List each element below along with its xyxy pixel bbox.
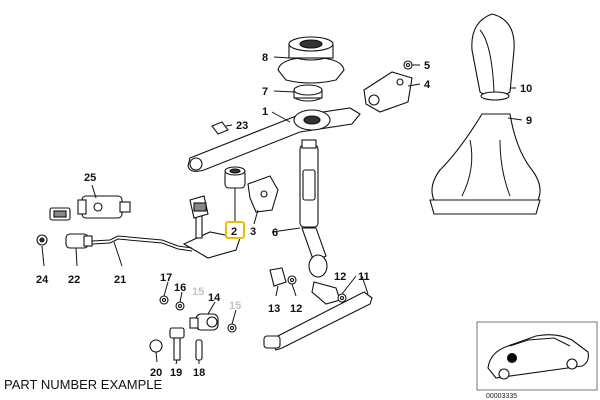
- callout-9: 9: [526, 115, 532, 127]
- callout-12-upper: 12: [334, 271, 346, 283]
- part-22-plug[interactable]: [65, 233, 93, 249]
- callout-16: 16: [174, 282, 186, 294]
- part-2-bushing[interactable]: [224, 166, 246, 189]
- selector-plate[interactable]: [182, 195, 241, 259]
- part-21-cable[interactable]: [91, 235, 193, 252]
- callout-5: 5: [424, 60, 430, 72]
- part-19-bolt[interactable]: [169, 327, 185, 361]
- callout-6: 6: [272, 227, 278, 239]
- part-number-caption: PART NUMBER EXAMPLE: [4, 377, 163, 392]
- callout-18: 18: [193, 367, 205, 379]
- part-24-grommet[interactable]: [36, 234, 48, 246]
- callout-19: 19: [170, 367, 182, 379]
- part-14-joint[interactable]: [189, 313, 219, 331]
- part-10-gear-knob[interactable]: [471, 13, 515, 101]
- callout-4: 4: [424, 79, 431, 91]
- part-12-washer-lower[interactable]: [287, 275, 297, 285]
- connector[interactable]: [49, 207, 71, 221]
- part-18-pin[interactable]: [195, 339, 203, 361]
- callout-13: 13: [268, 303, 280, 315]
- part-13-bushing[interactable]: [269, 267, 287, 287]
- part-8-bearing-housing[interactable]: [277, 36, 345, 84]
- callout-8: 8: [262, 52, 268, 64]
- locator-dot: [507, 353, 517, 363]
- callout-17: 17: [160, 272, 172, 284]
- callout-24: 24: [36, 274, 49, 286]
- callout-3: 3: [250, 226, 256, 238]
- part-25-switch[interactable]: [77, 195, 131, 219]
- callout-15-faded-left: 15: [192, 286, 204, 298]
- callout-15-faded-right: 15: [229, 300, 241, 312]
- part-6-shift-rod[interactable]: [299, 139, 328, 278]
- part-20-cap[interactable]: [149, 339, 163, 353]
- callout-7: 7: [262, 86, 268, 98]
- thumbnail-code: 00003335: [486, 393, 517, 400]
- part-9-shift-boot[interactable]: [429, 113, 541, 215]
- callout-10: 10: [520, 83, 532, 95]
- callout-23: 23: [236, 120, 248, 132]
- callout-25: 25: [84, 172, 96, 184]
- callout-11: 11: [358, 271, 370, 283]
- part-4-bracket[interactable]: [363, 71, 413, 113]
- callout-1: 1: [262, 106, 268, 118]
- part-5-nut[interactable]: [403, 60, 413, 70]
- leader-lines: [41, 56, 523, 365]
- part-17-washer[interactable]: [159, 295, 169, 305]
- part-3-holder[interactable]: [247, 175, 279, 213]
- part-16-washer[interactable]: [175, 301, 185, 311]
- callout-2-highlighted[interactable]: 2: [225, 221, 245, 239]
- callout-12-lower: 12: [290, 303, 302, 315]
- callout-22: 22: [68, 274, 80, 286]
- part-15-ring[interactable]: [227, 323, 237, 333]
- part-11-selector-rod[interactable]: [263, 281, 373, 351]
- part-1-shift-arm[interactable]: [187, 107, 361, 172]
- callout-14: 14: [208, 292, 221, 304]
- part-7-ring[interactable]: [293, 84, 323, 102]
- car-locator-thumbnail: 00003335: [476, 321, 598, 400]
- part-23-clip[interactable]: [211, 121, 229, 135]
- callout-20: 20: [150, 367, 162, 379]
- part-12-washer-upper[interactable]: [337, 293, 347, 303]
- callout-21: 21: [114, 274, 126, 286]
- callout-labels: 8 7 1 5 4 10 9 23 25 3 6 24 22 21 12 11 …: [36, 52, 532, 379]
- callout-2: 2: [231, 226, 237, 238]
